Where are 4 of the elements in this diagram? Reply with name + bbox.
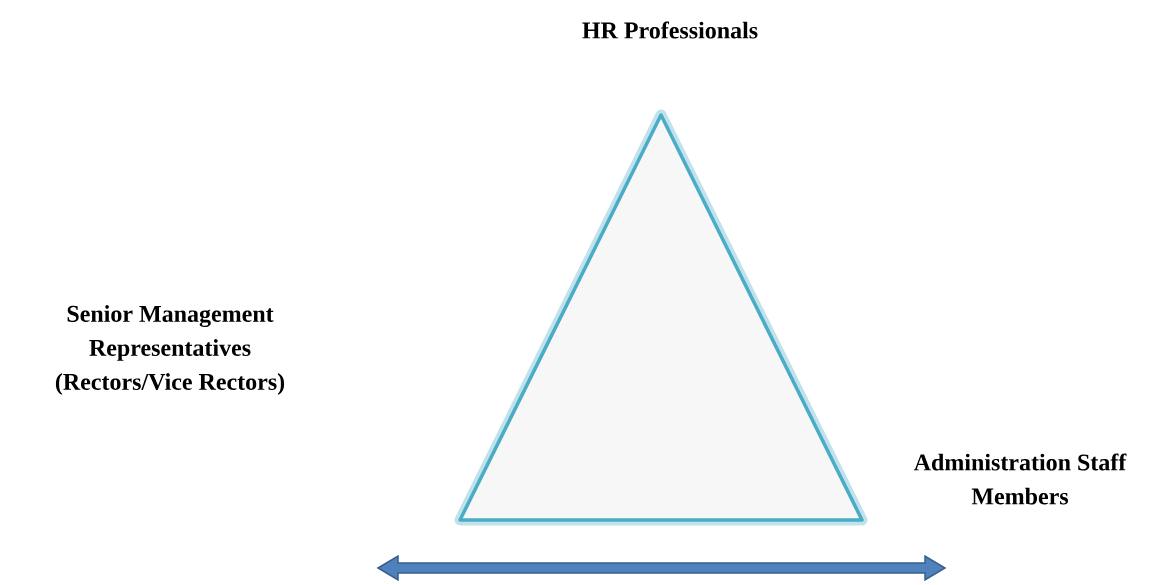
label-text: HR Professionals xyxy=(582,21,758,39)
triangle xyxy=(454,109,868,526)
label-text: Administration Staff Members xyxy=(913,453,1127,505)
label-text: Senior Management Representatives (Rectors/Vice Rectors) xyxy=(55,305,285,395)
